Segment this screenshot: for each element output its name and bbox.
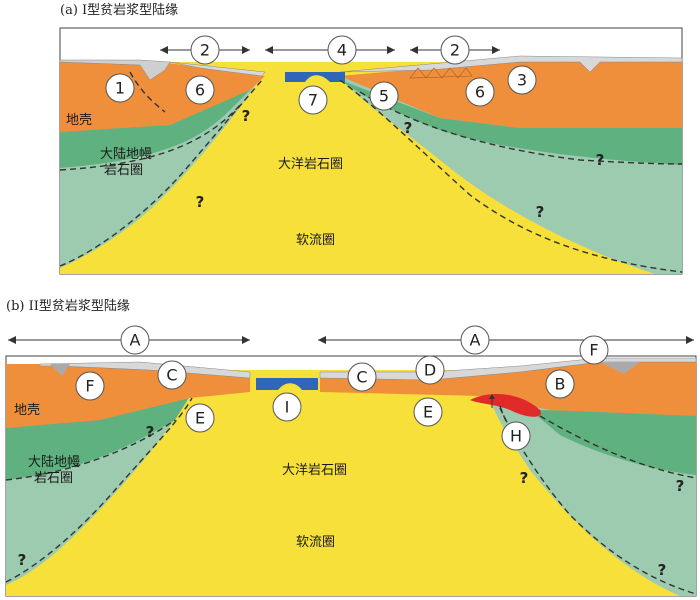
panel-a-callout-5-circle [369, 81, 399, 111]
panel-a-label-mantle-2: 岩石圈 [104, 163, 143, 178]
panel-b-callout-e1-circle [185, 403, 215, 433]
panel-b-ocean-crust [256, 378, 318, 390]
panel-b-sediment-wedge-right [600, 362, 640, 374]
panel-b-question-4: ? [676, 477, 685, 495]
panel-a-callout-3: 3 [517, 71, 527, 90]
panel-a-arrowheads [160, 46, 500, 54]
panel-a-dash-moho-right [359, 91, 683, 165]
panel-b-callout-a2: A [470, 331, 481, 350]
panel-b-callout-h-circle [501, 421, 531, 451]
panel-b-mantle-dark-left [6, 396, 190, 480]
panel-a-callout-3-circle [507, 65, 537, 95]
panel-a-callout-5: 5 [379, 87, 389, 106]
panel-b-callout-e2-circle [413, 397, 443, 427]
panel-a-question-2: ? [196, 193, 205, 211]
panel-a-mantle-dark-right [340, 80, 682, 165]
panel-b-callout-d-circle [415, 355, 445, 385]
panel-b-callout-a1-circle [120, 325, 150, 355]
panel-b-callout-e2: E [423, 403, 433, 422]
panel-b-callout-d: D [424, 361, 436, 380]
panel-b-callout-b-circle [545, 369, 575, 399]
panel-b-callout-i: I [285, 398, 290, 417]
panel-a-callout-2a-circle [190, 35, 220, 65]
panel-a-callout-6a: 6 [195, 81, 205, 100]
panel-a-callout-7-circle [298, 85, 328, 115]
panel-a-label-asthenosphere: 软流圈 [296, 233, 335, 248]
panel-a-callout-1-circle [105, 73, 135, 103]
panel-a-callout-6a-circle [185, 75, 215, 105]
panel-b-callout-c2: C [356, 368, 367, 387]
panel-b-question-1: ? [146, 423, 155, 441]
panel-b: A A B C C D E E F F H I 地壳 大陆地幔 岩石圈 大洋岩石… [5, 325, 697, 597]
panel-b-label-mantle-2: 岩石圈 [34, 471, 73, 486]
panel-b-callout-i-circle [272, 392, 302, 422]
panel-a-question-1: ? [242, 107, 251, 125]
panel-b-callout-a1: A [130, 331, 141, 350]
panel-b-dash-lab-left [5, 397, 193, 583]
panel-a-dash-lab-left [59, 79, 263, 267]
panel-b-label-crust: 地壳 [14, 403, 40, 418]
panel-a: 1 2 2 3 4 5 6 6 7 地壳 大陆地幔 岩石圈 大洋岩石圈 软流圈 … [59, 27, 683, 275]
panel-b-callout-c2-circle [347, 362, 377, 392]
panel-b-caption: (b) II型贫岩浆型陆缘 [6, 298, 130, 314]
panel-a-label-crust: 地壳 [66, 113, 92, 128]
panel-a-question-4: ? [536, 203, 545, 221]
panel-b-question-2: ? [18, 551, 27, 569]
panel-a-callout-7: 7 [308, 91, 318, 110]
panel-a-callout-2a: 2 [200, 41, 210, 60]
panel-b-sediment-wedge-left [50, 364, 70, 376]
panel-a-callout-4-circle [327, 35, 357, 65]
panel-a-sediment-right [339, 55, 683, 73]
panel-b-callout-f2-circle [579, 335, 609, 365]
panel-b-magma-arrowhead [489, 394, 495, 399]
panel-b-label-asthenosphere: 软流圈 [296, 535, 335, 550]
panel-a-question-5: ? [596, 151, 605, 169]
panel-b-crust-right [320, 360, 696, 416]
panel-a-sediment-left [59, 59, 171, 81]
panel-a-label-mantle-1: 大陆地幔 [100, 146, 152, 162]
panel-a-question-3: ? [404, 119, 413, 137]
panel-b-callout-h: H [510, 427, 522, 446]
panel-a-dash-moho-left [59, 104, 241, 171]
panel-a-callout-4: 4 [337, 41, 347, 60]
panel-b-mantle-dark-right [530, 410, 696, 475]
panel-a-sediment-left-2 [169, 61, 266, 77]
panel-b-label-mantle-1: 大陆地幔 [28, 454, 80, 470]
panel-b-callout-f2: F [589, 341, 598, 360]
panel-a-mantle-dark-left [60, 78, 262, 168]
panel-b-callout-a2-circle [460, 325, 490, 355]
panel-a-dash-fault [129, 71, 166, 113]
panel-b-crust-left [6, 364, 250, 428]
panel-b-callout-c1-circle [157, 360, 187, 390]
panel-b-callout-b: B [555, 375, 566, 394]
panel-b-callout-c1: C [166, 366, 177, 385]
panel-a-label-oceanic: 大洋岩石圈 [278, 157, 343, 172]
panel-b-question-5: ? [658, 561, 667, 579]
panel-a-dash-lab-right [339, 79, 683, 273]
panel-b-dash-moho-right [539, 415, 697, 479]
panel-b-callout-f1-circle [75, 371, 105, 401]
panel-b-question-3: ? [520, 469, 529, 487]
panel-a-ocean-crust [285, 72, 345, 82]
panel-b-sediment-left [39, 361, 251, 379]
panel-b-dash-moho-left [5, 419, 176, 481]
panel-a-callout-2b: 2 [450, 41, 460, 60]
panel-b-magma-intrusion [470, 394, 541, 417]
panel-a-callout-6b: 6 [475, 83, 485, 102]
panel-a-caption: (a) I型贫岩浆型陆缘 [60, 2, 178, 18]
panel-b-label-oceanic: 大洋岩石圈 [282, 463, 347, 478]
panel-b-callout-f1: F [85, 377, 94, 396]
panel-a-crust-right [340, 58, 682, 128]
panel-a-fault-blocks [409, 67, 473, 79]
panel-b-callout-e1: E [195, 409, 205, 428]
panel-a-callout-2b-circle [440, 35, 470, 65]
panel-b-sediment-right [319, 357, 697, 381]
panel-a-callout-6b-circle [465, 77, 495, 107]
panel-a-callout-1: 1 [115, 79, 125, 98]
